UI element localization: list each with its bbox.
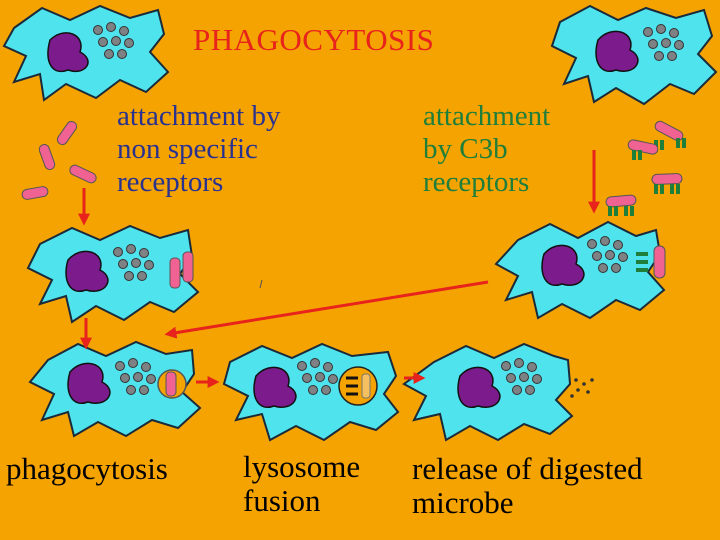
cell-top-right [550,4,718,106]
label-line: receptors [423,166,530,198]
nucleus-icon [595,30,639,72]
nucleus-icon [541,244,585,286]
microbes-left [21,120,97,200]
cell-nonspecific-attach [26,224,200,324]
arrow-diagonal [164,280,489,339]
label-line: attachment [423,100,551,132]
label-line: fusion [243,483,321,518]
cell-c3b-attach [494,220,666,320]
cell-phagocytosis [28,340,202,438]
label-c3b-receptors: attachment by C3b receptors [423,100,550,199]
cell-top-left [2,4,170,102]
nucleus-icon [67,362,111,404]
label-nonspecific-receptors: attachment by non specific receptors [117,100,280,199]
label-line: non specific [117,133,258,165]
digested-debris [570,378,594,398]
nucleus-icon [65,250,109,292]
label-line: receptors [117,166,224,198]
cell-lysosome-fusion [222,342,400,442]
cell-release [402,342,594,442]
diagram-title: PHAGOCYTOSIS [193,22,435,57]
arrows [78,150,600,388]
label-line: lysosome [243,449,361,484]
nucleus-icon [457,366,501,408]
label-line: release of digested [412,451,643,486]
label-phagocytosis: phagocytosis [6,451,168,486]
microbes-c3b [605,120,686,216]
label-lysosome-fusion: lysosome fusion [243,450,360,518]
label-release-digested-microbe: release of digested microbe [412,452,643,520]
nucleus-icon [47,32,89,73]
label-line: microbe [412,485,514,520]
label-line: attachment by [117,100,281,132]
nucleus-icon [253,366,297,408]
label-line: by C3b [423,133,508,165]
